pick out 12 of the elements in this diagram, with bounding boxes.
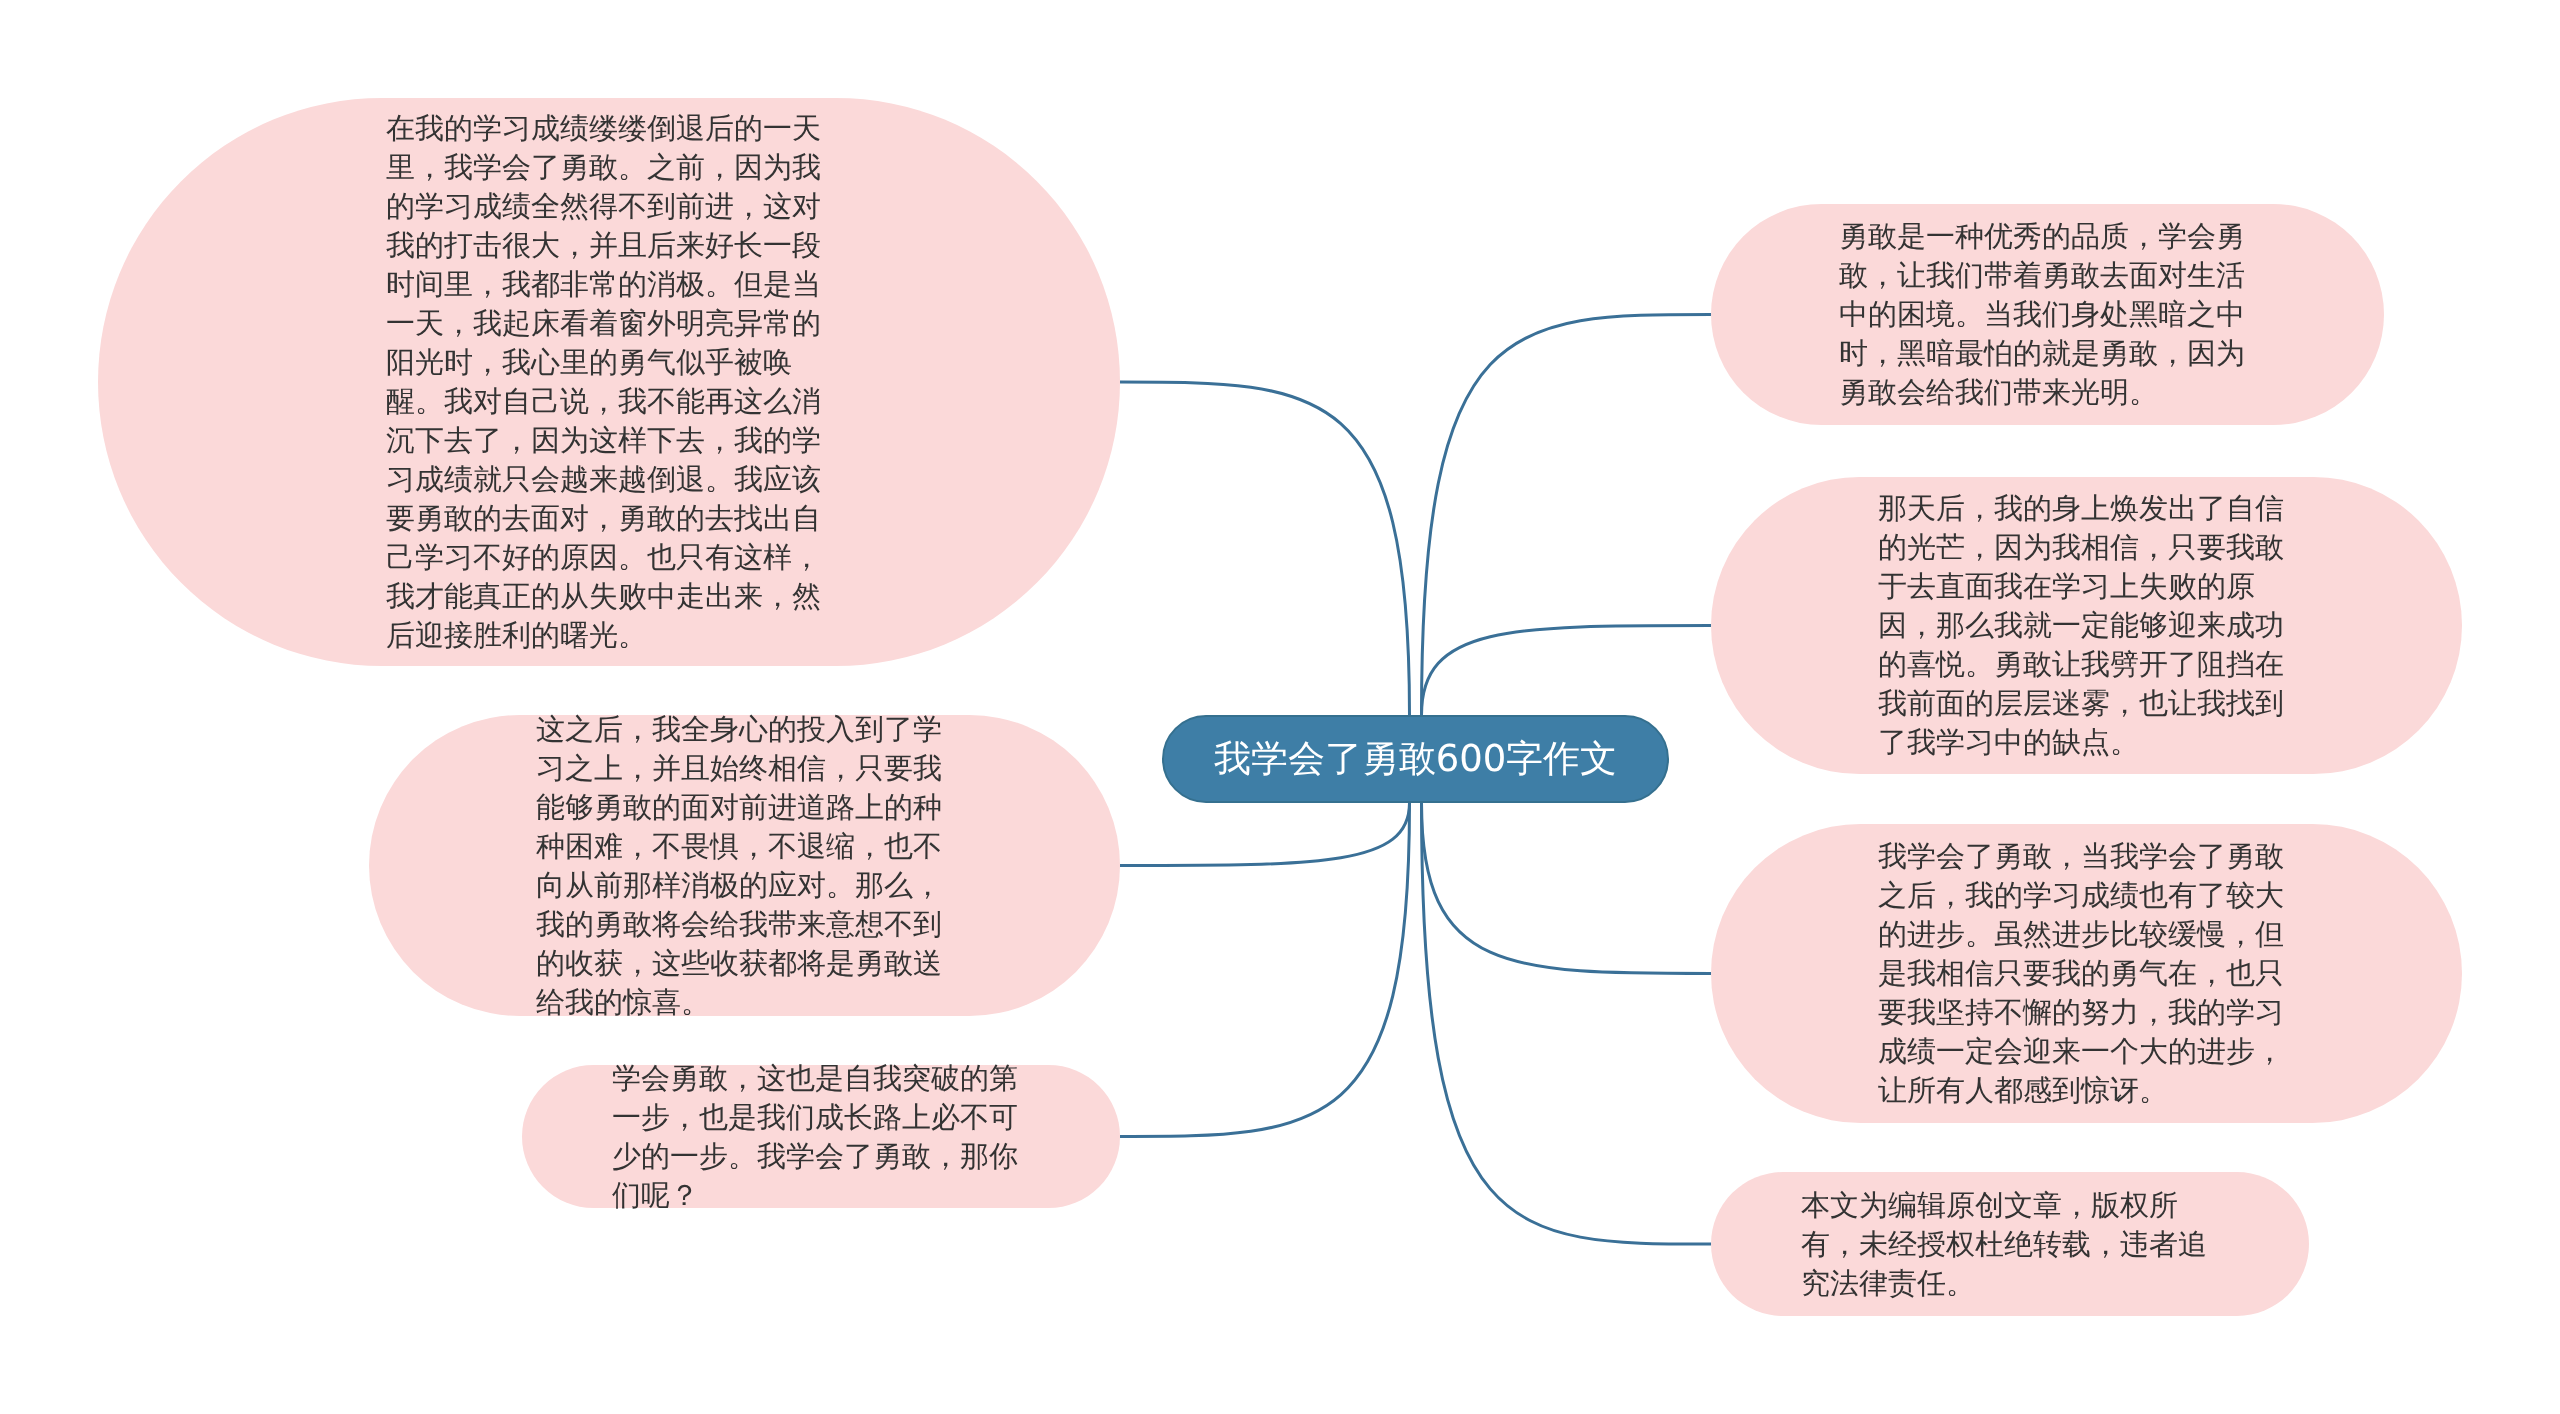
text-bubble: 在我的学习成绩缕缕倒退后的一天里，我学会了勇敢。之前，因为我的学习成绩全然得不到前进，这对我的打击很大，并且后来好长一段时间里，我都非常的消极。但是当一天，我起床看着窗外明亮异常的阳光时，我心里的勇气似乎被唤醒。我对自己说，我不能再这么消沉下去了，因为这样下去，我的学习成绩就只会越来越倒退。我应该要勇敢的去面对，勇敢的去找出自己学习不好的原因。也只有这样，我才能真正的从失败中走出来，然后迎接胜利的曙光。 (98, 98, 1120, 666)
connector-line (1420, 802, 1711, 1246)
text-bubble: 勇敢是一种优秀的品质，学会勇敢，让我们带着勇敢去面对生活中的困境。当我们身处黑暗之中时，黑暗最怕的就是勇敢，因为勇敢会给我们带来光明。 (1711, 204, 2384, 425)
connector-line (1120, 380, 1411, 716)
topic-box: 我学会了勇敢600字作文 (1162, 715, 1669, 803)
text-bubble: 这之后，我全身心的投入到了学习之上，并且始终相信，只要我能够勇敢的面对前进道路上的种种困难，不畏惧，不退缩，也不向从前那样消极的应对。那么，我的勇敢将会给我带来意想不到的收获，这些收获都将是勇敢送给我的惊喜。 (369, 715, 1120, 1016)
text-bubble: 我学会了勇敢，当我学会了勇敢之后，我的学习成绩也有了较大的进步。虽然进步比较缓慢，但是我相信只要我的勇气在，也只要我坚持不懈的努力，我的学习成绩一定会迎来一个大的进步，让所有人都感到惊讶。 (1711, 824, 2462, 1123)
connector-line (1120, 802, 1411, 1138)
text-bubble: 本文为编辑原创文章，版权所有，未经授权杜绝转载，违者追究法律责任。 (1711, 1172, 2309, 1316)
text-bubble: 那天后，我的身上焕发出了自信的光芒，因为我相信，只要我敢于去直面我在学习上失败的原因，那么我就一定能够迎来成功的喜悦。勇敢让我劈开了阻挡在我前面的层层迷雾，也让我找到了我学习中的缺点。 (1711, 477, 2462, 774)
connector-line (1420, 624, 1711, 716)
text-bubble: 学会勇敢，这也是自我突破的第一步，也是我们成长路上必不可少的一步。我学会了勇敢，那你们呢？ (522, 1065, 1120, 1208)
